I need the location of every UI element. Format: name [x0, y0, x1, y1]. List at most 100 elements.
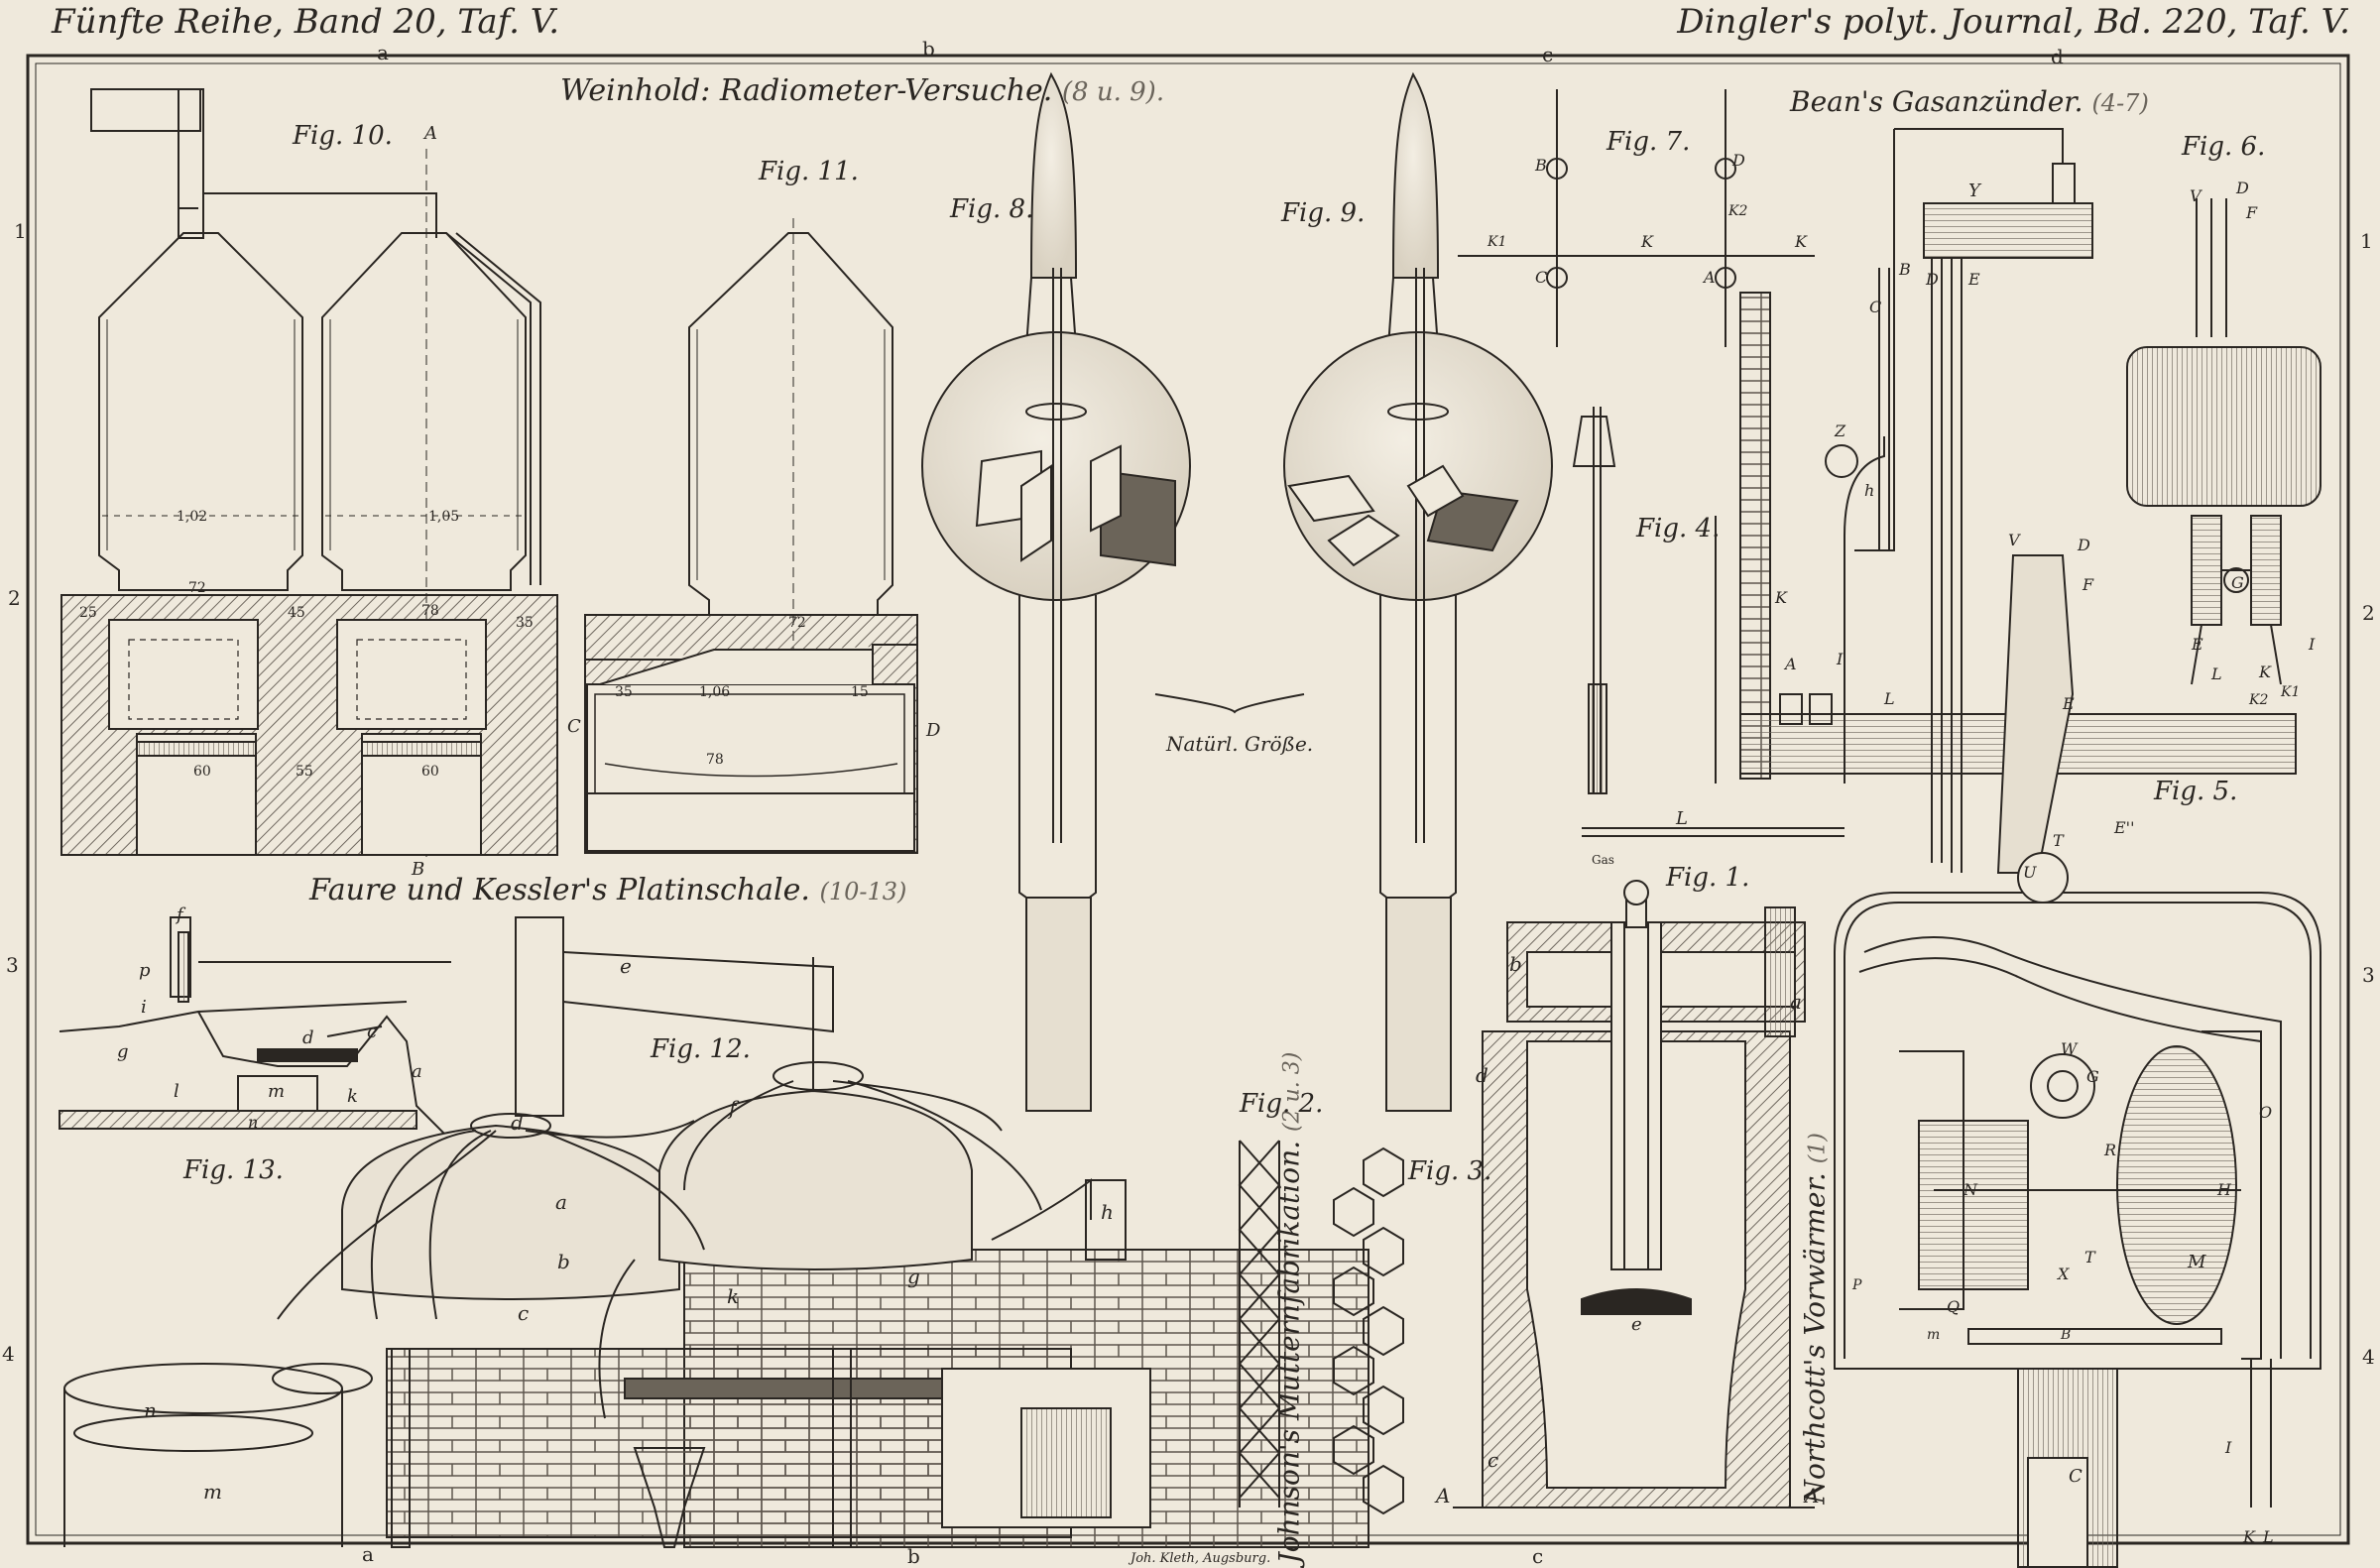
fig10-drawing	[60, 88, 558, 863]
fig12-letter-b: b	[557, 1250, 570, 1273]
fig7-letter-K1: K1	[1488, 234, 1507, 250]
fig10-dim-35: 35	[516, 615, 534, 631]
fig7-drawing	[1458, 89, 1815, 347]
fig5-letter-K: K	[2243, 1527, 2255, 1546]
fig12-letter-k: k	[727, 1284, 740, 1308]
fig11-drawing	[584, 218, 918, 854]
bean-letter-I: I	[1837, 650, 1844, 668]
top-mark-d: d	[2051, 45, 2064, 68]
fig5-letter-T2: T	[2084, 1248, 2095, 1266]
fig1-letter-b: b	[1509, 952, 1522, 976]
fig5-drawing	[1834, 554, 2321, 1568]
fig10-label: Fig. 10.	[293, 121, 393, 151]
fig13-letter-l: l	[174, 1081, 179, 1102]
fig11-dim-35: 35	[615, 684, 633, 700]
fig10-dim-72: 72	[188, 580, 206, 596]
fig1-letter-e: e	[1631, 1314, 1642, 1335]
fig6-letter-D: D	[2236, 179, 2249, 197]
fig5-letter-N: N	[1964, 1180, 1977, 1199]
weinhold-ref: (8 u. 9).	[1061, 77, 1165, 107]
fig5-letter-R: R	[2104, 1141, 2117, 1159]
fig13-label: Fig. 13.	[183, 1155, 284, 1185]
fig11-letter-C: C	[567, 716, 581, 737]
top-mark-b: b	[922, 37, 935, 60]
fig13-letter-k: k	[347, 1086, 358, 1107]
side-mark-4-left: 4	[2, 1342, 15, 1366]
fig11-label: Fig. 11.	[759, 157, 859, 186]
bean-letter-E: E	[1968, 270, 1980, 289]
fig5-letter-X: X	[2058, 1265, 2070, 1283]
fig7-letter-C: C	[1535, 268, 1548, 287]
fig5-letter-E: E	[2063, 694, 2075, 713]
bean-letter-B: B	[1899, 260, 1911, 279]
fig6-drawing	[2126, 198, 2321, 685]
fig6-letter-E: E	[2192, 635, 2203, 654]
fig5-letter-I: I	[2225, 1438, 2232, 1457]
side-mark-1-left: 1	[14, 219, 27, 243]
bean-letter-C: C	[1869, 298, 1882, 316]
weinhold-title-text: Weinhold: Radiometer-Versuche.	[560, 73, 1053, 108]
fig10-dim-55: 55	[296, 764, 313, 780]
bottom-mark-b: b	[907, 1544, 920, 1568]
fig11-dim-106: 1,06	[699, 684, 731, 700]
fig11-dim-78: 78	[706, 752, 724, 768]
fig5-letter-E2: E''	[2114, 818, 2135, 837]
fig6-label: Fig. 6.	[2182, 132, 2266, 162]
fig13-letter-c: c	[367, 1022, 378, 1042]
top-mark-a: a	[377, 41, 389, 64]
bottom-mark-c: c	[1532, 1544, 1543, 1568]
fig2-drawing	[1238, 1140, 1281, 1508]
fig5-letter-B: B	[2061, 1327, 2072, 1343]
side-mark-2-left: 2	[8, 586, 21, 610]
fig1-label: Fig. 1.	[1666, 863, 1750, 893]
fig7-letter-K-right: K	[1795, 232, 1807, 251]
fig12-letter-f: f	[729, 1096, 737, 1120]
bean-letter-Y: Y	[1968, 181, 1980, 201]
fig7-label: Fig. 7.	[1606, 127, 1691, 157]
fig4-drawing	[1572, 292, 2297, 837]
fig5-letter-G: G	[2086, 1067, 2099, 1086]
fig3-label: Fig. 3.	[1408, 1156, 1492, 1186]
fig13-letter-n: n	[248, 1113, 259, 1132]
fig10-dim-25: 25	[79, 605, 97, 621]
weinhold-title: Weinhold: Radiometer-Versuche. (8 u. 9).	[560, 73, 1164, 108]
bottom-mark-a: a	[362, 1542, 374, 1566]
side-mark-3-left: 3	[6, 953, 19, 977]
fig3-drawing	[1333, 1146, 1404, 1515]
fig11-dim-15: 15	[851, 684, 869, 700]
fig12-letter-h: h	[1101, 1200, 1114, 1224]
fig13-letter-i: i	[141, 997, 147, 1018]
fig6-letter-L: L	[2211, 664, 2222, 683]
northcott-title-text: Northcott's Vorwärmer.	[1798, 1172, 1832, 1505]
fig10-letter-A: A	[424, 123, 437, 144]
fig9-label: Fig. 9.	[1281, 198, 1366, 228]
fig12-letter-c: c	[518, 1301, 530, 1325]
fig10-letter-B: B	[412, 859, 425, 880]
fig13-letter-g: g	[117, 1041, 129, 1062]
side-mark-4-right: 4	[2362, 1345, 2375, 1369]
fig5-letter-m: m	[1927, 1327, 1941, 1343]
side-mark-3-right: 3	[2362, 963, 2375, 987]
fig5-letter-C: C	[2069, 1466, 2082, 1487]
fig5-letter-M: M	[2188, 1252, 2206, 1272]
fig12-letter-n: n	[144, 1398, 157, 1422]
fig5-letter-U: U	[2023, 863, 2037, 882]
fig5-letter-W: W	[2061, 1039, 2078, 1058]
plate-header-left: Fünfte Reihe, Band 20, Taf. V.	[52, 2, 560, 42]
fig9-radiometer	[1283, 71, 1553, 1112]
fig5-letter-V: V	[2008, 531, 2020, 549]
fig4-label: Fig. 4.	[1636, 514, 1721, 543]
fig5-letter-Q: Q	[1947, 1297, 1961, 1316]
johnson-title: Johnson's Mutternfabrikation. (2 u. 3)	[1273, 1052, 1306, 1564]
fig5-letter-F: F	[2082, 575, 2094, 594]
bean-letter-K: K	[1775, 588, 1787, 607]
fig10-dim-60b: 60	[421, 764, 439, 780]
fig1-letter-d: d	[1476, 1063, 1488, 1087]
fig13-letter-f: f	[177, 905, 183, 925]
fig7-letter-B: B	[1535, 156, 1547, 175]
bean-title-text: Bean's Gasanzünder.	[1790, 85, 2083, 118]
fig12-letter-e: e	[620, 954, 632, 978]
fig5-label: Fig. 5.	[2154, 777, 2238, 806]
